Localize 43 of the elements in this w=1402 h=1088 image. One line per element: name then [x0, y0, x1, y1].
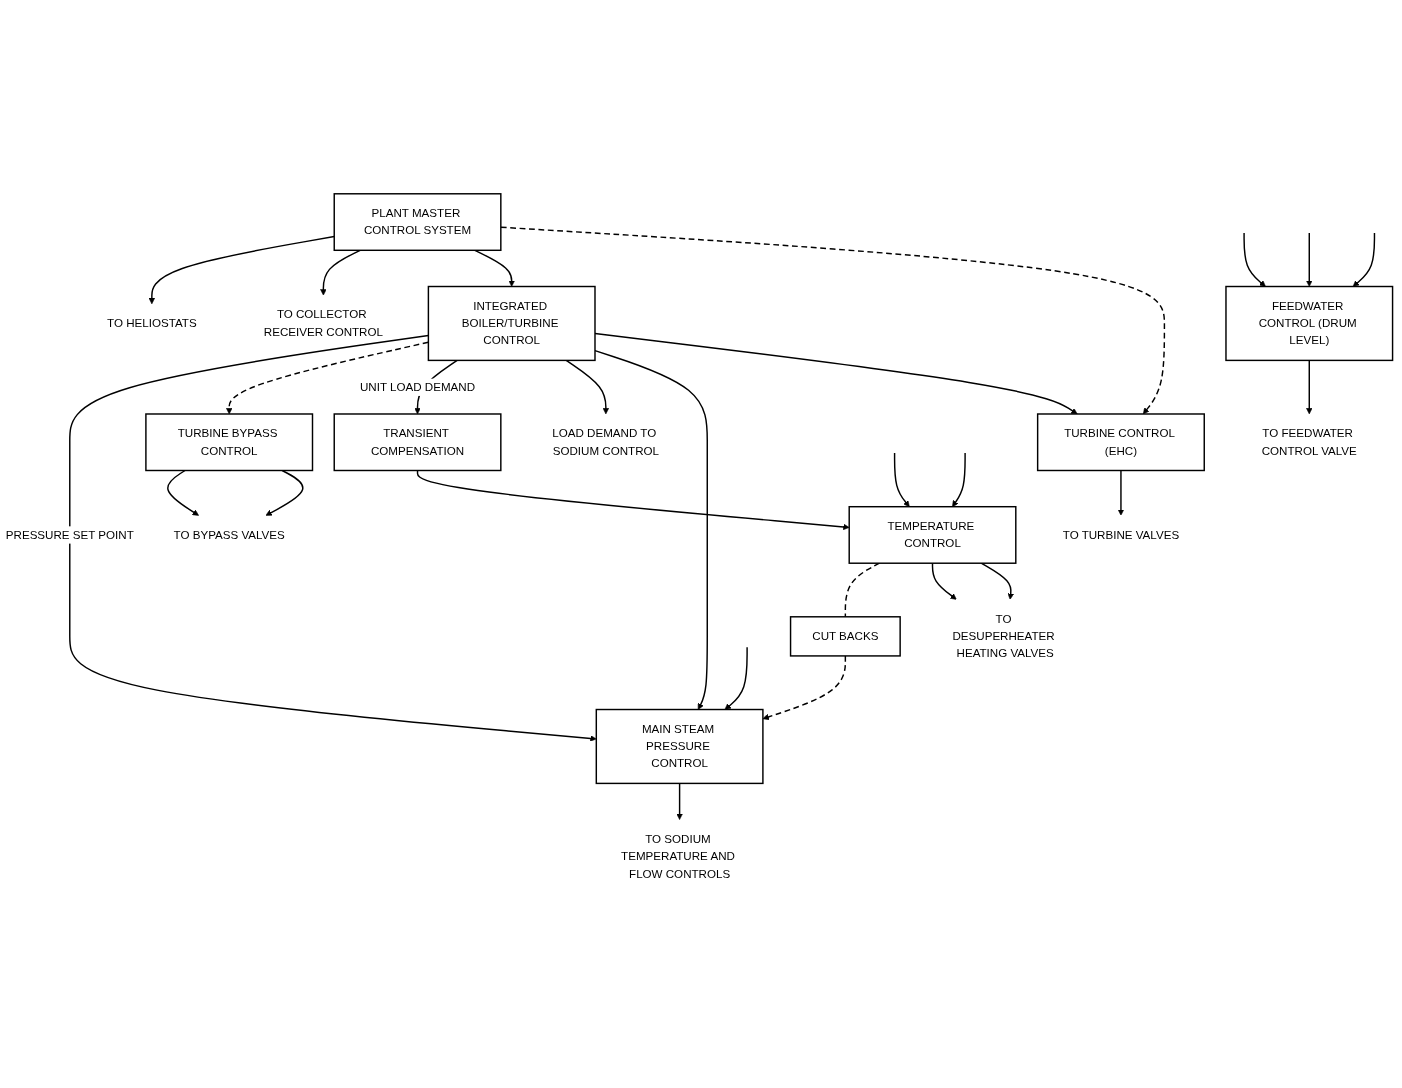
arrow [148, 236, 335, 305]
node-box: MAIN STEAM PRESSURE CONTROL [595, 709, 764, 785]
arrow [594, 350, 708, 711]
arrow [762, 655, 847, 721]
node-box: TURBINE BYPASS CONTROL [145, 413, 314, 472]
arrow [565, 360, 610, 415]
node-text: TO TURBINE VALVES [1062, 528, 1180, 542]
node-text: TO BYPASS VALVES [173, 528, 285, 542]
node-box: TURBINE CONTROL (EHC) [1036, 413, 1205, 472]
node-text: TO FEEDWATER CONTROL VALVE [1261, 427, 1357, 458]
edge-label: UNIT LOAD DEMAND [360, 381, 476, 394]
arrow [1352, 232, 1376, 288]
edge-label: PRESSURE SET POINT [5, 528, 134, 542]
connector [844, 562, 881, 618]
arrow [1306, 232, 1313, 288]
arrow [265, 470, 304, 517]
arrow [500, 226, 1166, 415]
arrow [320, 249, 361, 296]
arrow [594, 333, 1078, 415]
arrow [69, 335, 597, 742]
node-text: TO DESUPERHEATER HEATING VALVES [952, 612, 1055, 660]
node-text: LOAD DEMAND TO SODIUM CONTROL [552, 427, 659, 458]
arrow [1306, 360, 1313, 415]
arrow [474, 249, 515, 288]
node-box: TEMPERATURE CONTROL [848, 506, 1017, 565]
arrow [952, 452, 966, 508]
arrow [931, 562, 957, 601]
node-text: TO HELIOSTATS [107, 317, 197, 330]
node-text: TO SODIUM TEMPERATURE AND FLOW CONTROLS [621, 833, 735, 881]
node-box: CUT BACKS [789, 616, 901, 657]
node-box: TRANSIENT COMPENSATION [333, 413, 502, 472]
arrow [893, 452, 910, 508]
node-box: INTEGRATED BOILER/TURBINE CONTROL [427, 286, 596, 362]
arrow [1243, 232, 1266, 288]
arrow [980, 562, 1014, 601]
node-box: FEEDWATER CONTROL (DRUM LEVEL) [1225, 286, 1394, 362]
node-text: TO COLLECTOR RECEIVER CONTROL [263, 308, 383, 339]
node-box: PLANT MASTER CONTROL SYSTEM [333, 193, 502, 252]
arrow [416, 470, 850, 531]
arrow [724, 646, 748, 711]
arrow [167, 470, 199, 517]
arrow [1117, 470, 1125, 517]
arrow [676, 783, 683, 821]
